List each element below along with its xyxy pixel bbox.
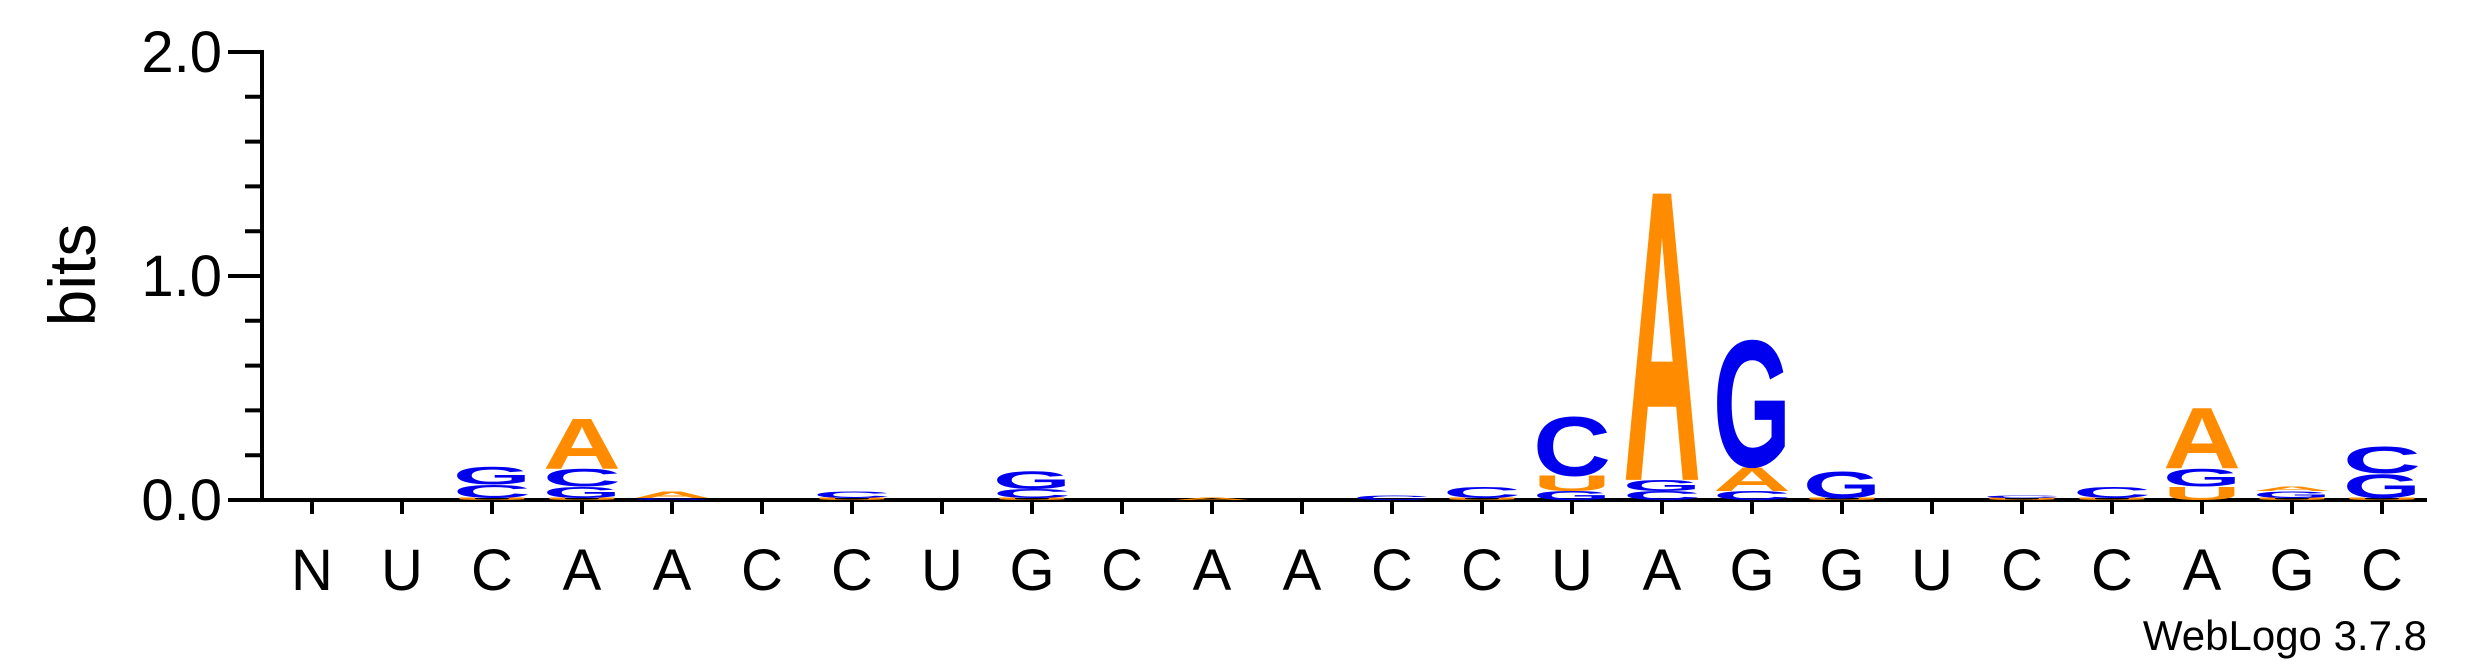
logo-letter-c: C (1533, 399, 1611, 494)
logo-letter-u: U (2343, 497, 2421, 500)
logo-letter-g: G (1803, 464, 1881, 506)
position-label: G (1009, 538, 1054, 603)
logo-letter-a: A (1173, 497, 1251, 500)
position-label: C (1461, 538, 1503, 603)
logo-letter-c: C (1623, 489, 1701, 503)
logo-letter-g: G (993, 467, 1071, 495)
position-label: U (921, 538, 963, 603)
position-label: C (831, 538, 873, 603)
position-label: N (291, 538, 333, 603)
position-label: C (1101, 538, 1143, 603)
logo-letter-g: G (1533, 489, 1611, 503)
logo-letter-g: G (1623, 477, 1701, 494)
logo-letter-c: C (1983, 495, 2061, 498)
logo-letter-a: A (633, 489, 711, 499)
position-label: C (471, 538, 513, 603)
position-label: G (1819, 538, 1864, 603)
y-tick-label: 2.0 (141, 20, 222, 85)
logo-letter-u: U (2073, 497, 2151, 500)
logo-letter-g: G (543, 484, 621, 501)
position-label: C (741, 538, 783, 603)
logo-letter-u: U (2253, 497, 2331, 500)
position-label: A (653, 538, 692, 603)
logo-letter-c: C (2073, 484, 2151, 501)
logo-letter-c: C (543, 464, 621, 492)
logo-letter-a: A (2253, 485, 2331, 492)
logo-letter-g: G (453, 462, 531, 490)
position-label: A (1643, 538, 1682, 603)
position-label: U (381, 538, 423, 603)
logo-letter-u: U (453, 497, 531, 500)
position-label: G (2269, 538, 2314, 603)
logo-letter-g: G (2163, 464, 2241, 492)
logo-letter-c: C (1353, 494, 1431, 501)
logo-letter-u: U (1983, 497, 2061, 500)
logo-letter-c: C (813, 489, 891, 499)
logo-letter-u: U (2163, 483, 2241, 504)
logo-letter-u: U (1443, 497, 1521, 500)
y-axis: 0.0 1.0 2.0 (141, 20, 2427, 533)
logo-letter-a: A (1713, 460, 1791, 499)
logo-letter-u: U (543, 497, 621, 500)
position-label: C (2361, 538, 2403, 603)
position-label: A (1193, 538, 1232, 603)
logo-letter-c: C (453, 481, 531, 502)
logo-letter-g: G (1713, 303, 1791, 506)
logo-letter-u: U (1533, 471, 1611, 496)
position-label: C (1371, 538, 1413, 603)
position-label: U (1551, 538, 1593, 603)
logo-letter-g: G (2343, 467, 2421, 506)
position-label: A (563, 538, 602, 603)
position-label: U (1911, 538, 1953, 603)
logo-letter-g: G (633, 497, 711, 500)
logo-letter-c: C (1443, 484, 1521, 501)
logo-letter-c: C (993, 487, 1071, 501)
logo-letter-a: A (543, 404, 621, 484)
logo-letter-c: C (1713, 489, 1791, 503)
position-label: C (2091, 538, 2133, 603)
position-label: A (1283, 538, 1322, 603)
y-tick-label: 1.0 (141, 244, 222, 309)
logo-letter-a: A (1623, 105, 1701, 569)
weblogo-version-label: WebLogo 3.7.8 (2143, 612, 2427, 659)
logo-letter-u: U (1803, 497, 1881, 500)
logo-letter-u: U (813, 497, 891, 500)
y-axis-label: bits (35, 224, 109, 327)
position-label: C (2001, 538, 2043, 603)
logo-letter-a: A (2163, 389, 2241, 487)
position-label: A (2183, 538, 2222, 603)
position-label: G (1729, 538, 1774, 603)
logo-letter-g: G (2253, 489, 2331, 499)
logo-letter-c: C (2343, 440, 2421, 482)
logo-letter-u: U (993, 497, 1071, 500)
y-tick-label: 0.0 (141, 468, 222, 533)
